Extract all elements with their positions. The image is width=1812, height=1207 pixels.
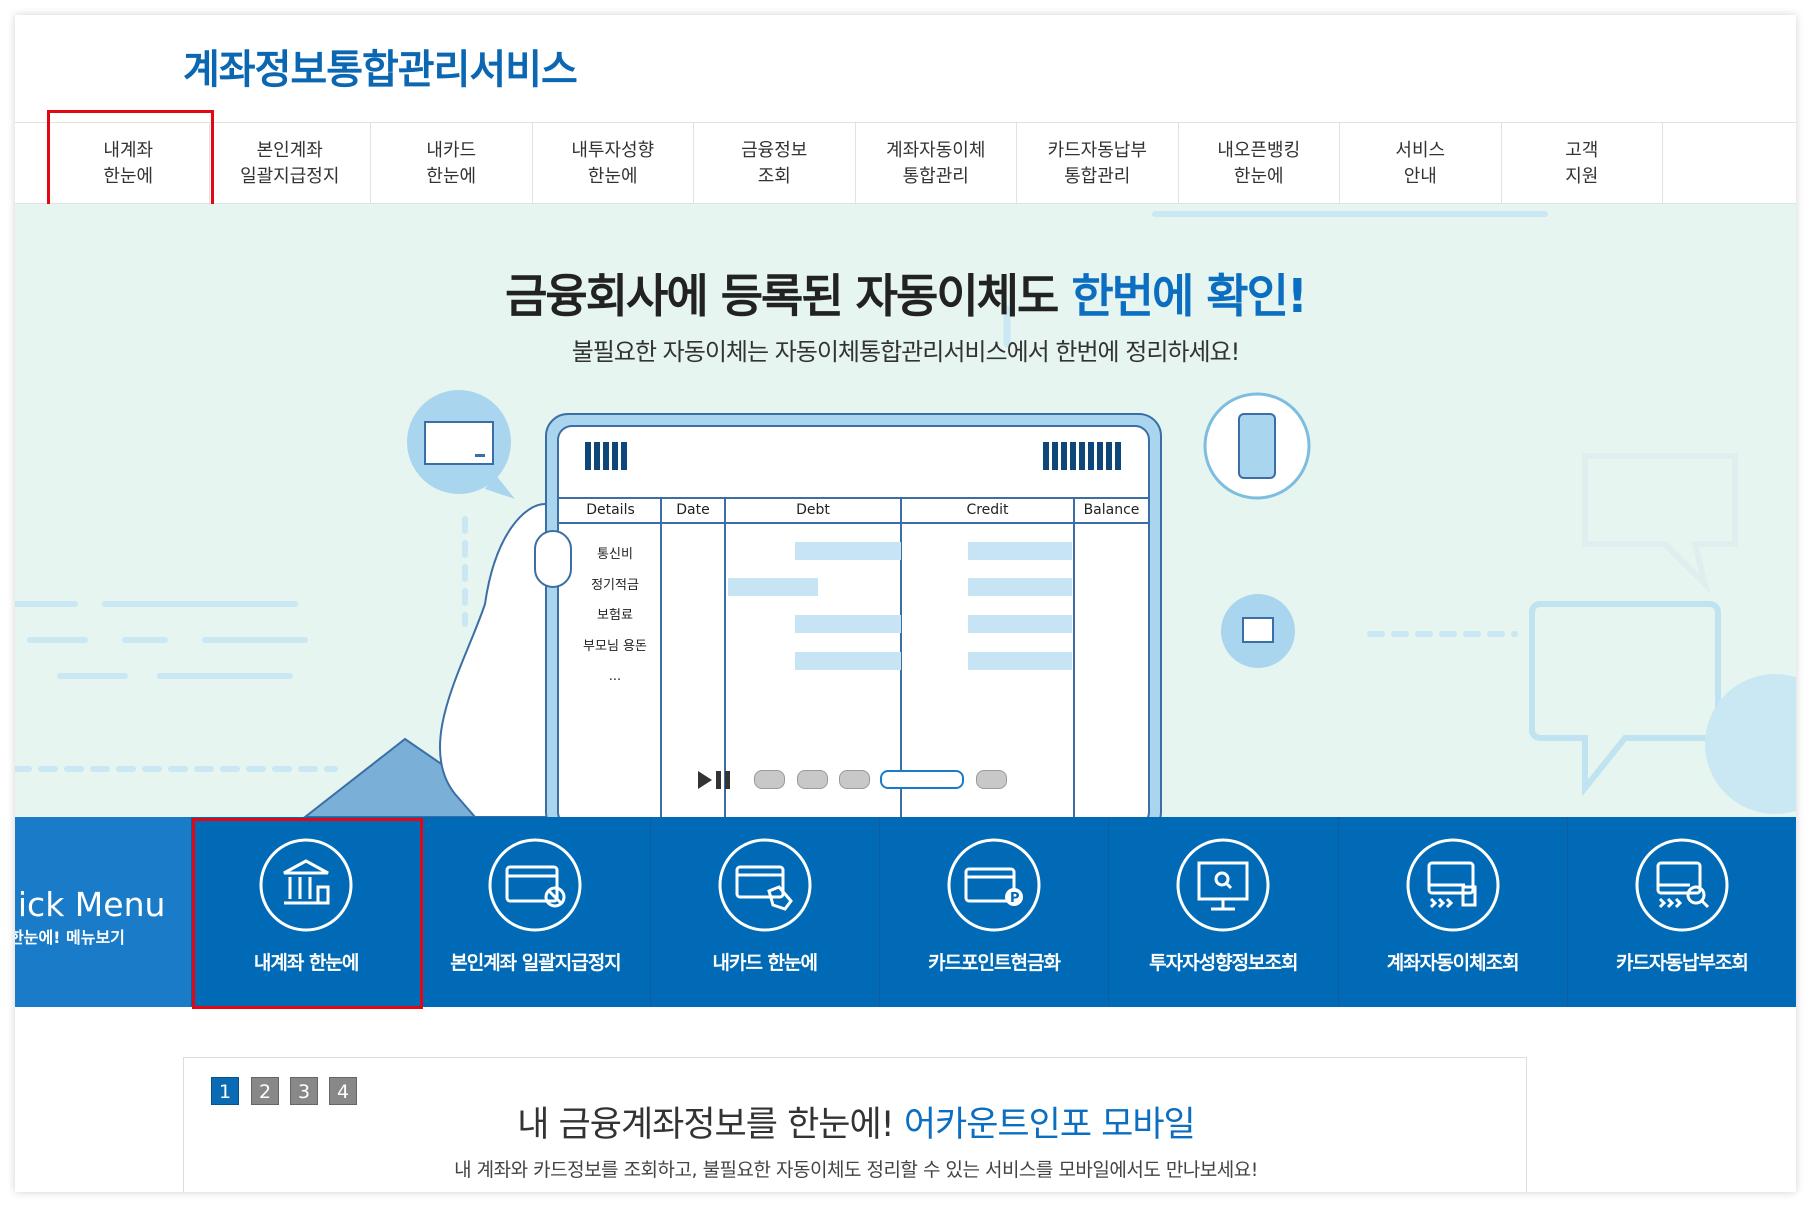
play-pause-icon — [698, 771, 730, 789]
svg-text:P: P — [1010, 891, 1020, 906]
monitor-search-icon — [1176, 838, 1270, 932]
ledger-row: 정기적금 — [591, 577, 639, 593]
hero-banner: 금융회사에 등록된 자동이체도 한번에 확인! 불필요한 자동이체는 자동이체통… — [15, 204, 1796, 817]
quick-card-point[interactable]: P 카드포인트현금화 — [878, 817, 1108, 1007]
banner-title: 내 금융계좌정보를 한눈에! 어카운트인포 모바일 — [517, 1105, 1196, 1145]
card-point-icon: P — [947, 838, 1041, 932]
nav-open-banking[interactable]: 내오픈뱅킹 한눈에 — [1179, 123, 1340, 204]
slide-dot-1[interactable] — [754, 770, 785, 789]
main-nav: 내계좌 한눈에 본인계좌 일괄지급정지 내카드 한눈에 내투자성향 한눈에 금융… — [15, 122, 1796, 204]
quick-card-autopay[interactable]: 카드자동납부조회 — [1566, 817, 1796, 1007]
nav-card-autopay[interactable]: 카드자동납부 통합관리 — [1017, 123, 1179, 204]
quick-my-account[interactable]: 내계좌 한눈에 — [191, 817, 420, 1007]
mobile-banner: 1 2 3 4 내 금융계좌정보를 한눈에! 어카운트인포 모바일 내 계좌와 … — [183, 1057, 1527, 1192]
nav-payment-stop[interactable]: 본인계좌 일괄지급정지 — [210, 123, 371, 204]
hero-subtitle: 불필요한 자동이체는 자동이체통합관리서비스에서 한번에 정리하세요! — [571, 338, 1241, 366]
quick-investment-info[interactable]: 투자자성향정보조회 — [1108, 817, 1337, 1007]
bank-icon — [259, 838, 353, 932]
ledger-col-credit: Credit — [966, 502, 1009, 518]
ledger-col-debt: Debt — [796, 502, 830, 518]
ledger-row: 부모님 용돈 — [583, 638, 647, 654]
card-block-icon — [488, 838, 582, 932]
quick-menu: Quick Menu 한눈에! 메뉴보기 내계좌 한눈에 본인계좌 일괄지급정지… — [15, 817, 1796, 1007]
ledger-rows: 통신비 정기적금 보험료 부모님 용돈 ... — [570, 540, 660, 693]
banner-page-4[interactable]: 4 — [329, 1077, 357, 1105]
auto-transfer-icon — [1406, 838, 1499, 932]
nav-my-card[interactable]: 내카드 한눈에 — [371, 123, 533, 204]
banner-page-2[interactable]: 2 — [251, 1077, 279, 1105]
slide-dot-2[interactable] — [797, 770, 828, 789]
hero-illustration — [15, 211, 1796, 817]
banner-subtitle: 내 계좌와 카드정보를 조회하고, 불필요한 자동이체도 정리할 수 있는 서비… — [454, 1159, 1258, 1181]
site-logo[interactable]: 계좌정보통합관리서비스 — [183, 47, 578, 93]
slide-dot-3[interactable] — [839, 770, 870, 789]
banner-page-1[interactable]: 1 — [211, 1077, 239, 1105]
nav-service-guide[interactable]: 서비스 안내 — [1340, 123, 1502, 204]
banner-page-3[interactable]: 3 — [290, 1077, 318, 1105]
nav-finance-info[interactable]: 금융정보 조회 — [694, 123, 856, 204]
page-card: 계좌정보통합관리서비스 내계좌 한눈에 본인계좌 일괄지급정지 내카드 한눈에 … — [15, 15, 1796, 1192]
nav-my-account[interactable]: 내계좌 한눈에 — [48, 123, 210, 204]
ledger-row: 보험료 — [597, 608, 633, 623]
nav-support[interactable]: 고객 지원 — [1502, 123, 1663, 204]
quick-menu-subtitle: 한눈에! 메뉴보기 — [15, 928, 125, 947]
quick-menu-header: Quick Menu 한눈에! 메뉴보기 — [15, 817, 191, 1007]
card-hand-icon — [718, 838, 812, 932]
card-search-icon — [1635, 838, 1729, 932]
quick-payment-stop[interactable]: 본인계좌 일괄지급정지 — [420, 817, 649, 1007]
quick-menu-title: Quick Menu — [15, 885, 166, 924]
hero-headline: 금융회사에 등록된 자동이체도 한번에 확인! — [505, 269, 1308, 323]
quick-auto-transfer[interactable]: 계좌자동이체조회 — [1337, 817, 1567, 1007]
ledger-row: ... — [608, 669, 622, 684]
ledger-row: 통신비 — [597, 547, 633, 562]
ledger-col-details: Details — [586, 502, 635, 518]
ledger-col-balance: Balance — [1083, 502, 1140, 518]
nav-investment[interactable]: 내투자성향 한눈에 — [533, 123, 694, 204]
play-pause-button[interactable] — [698, 769, 738, 791]
slide-dot-4-active[interactable] — [880, 770, 964, 789]
quick-my-card[interactable]: 내카드 한눈에 — [649, 817, 879, 1007]
slide-dot-5[interactable] — [976, 770, 1007, 789]
ledger-col-date: Date — [676, 502, 710, 518]
nav-auto-transfer[interactable]: 계좌자동이체 통합관리 — [856, 123, 1017, 204]
